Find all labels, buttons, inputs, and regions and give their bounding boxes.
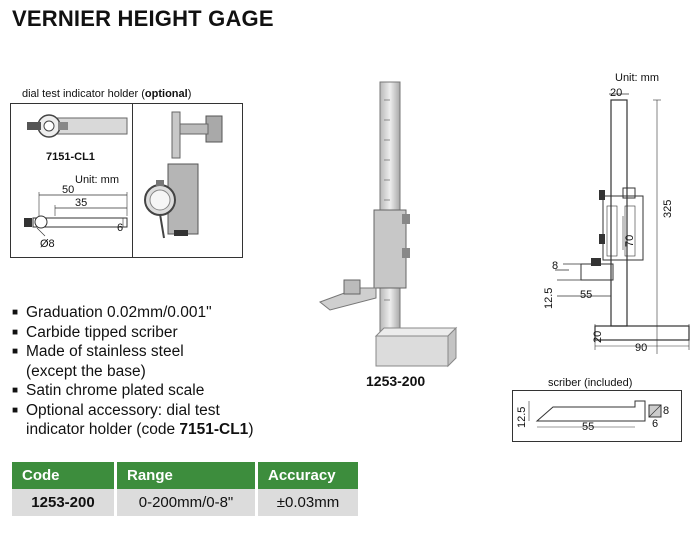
holder-dim-35: 35 [75, 197, 88, 209]
holder-unit: Unit: mm [75, 174, 119, 186]
drawing-dim-55: 55 [580, 289, 593, 301]
scriber-dim-12-5: 12.5 [516, 406, 528, 428]
holder-box [10, 103, 243, 258]
holder-illustration [24, 114, 128, 237]
drawing-dim-90: 90 [635, 342, 648, 354]
holder-dim-dia8: Ø8 [40, 238, 55, 250]
bullet-icon: ■ [12, 404, 19, 416]
feature-item: ■ Optional accessory: dial test [12, 401, 253, 421]
feature-item: ■ Carbide tipped scriber [12, 323, 253, 343]
bullet-icon: ■ [12, 307, 19, 318]
drawing-dim-325: 325 [662, 199, 674, 218]
scriber-caption: scriber (included) [548, 377, 633, 389]
scriber-dim-55: 55 [582, 421, 595, 433]
scriber-dim-6: 6 [652, 418, 659, 430]
scriber-dim-8: 8 [663, 405, 670, 417]
scriber-box [512, 390, 682, 442]
feature-text: Made of stainless steel [26, 343, 184, 360]
feature-item: ■ Satin chrome plated scale [12, 381, 253, 401]
page-title: VERNIER HEIGHT GAGE [12, 6, 274, 31]
height-gage-illustration [318, 81, 458, 368]
drawing-dim-8: 8 [552, 260, 559, 272]
feature-cont-prefix: indicator holder (code [26, 421, 180, 438]
feature-text: Optional accessory: dial test [26, 401, 220, 419]
feature-list: ■ Graduation 0.02mm/0.001" ■ Carbide tippe… [12, 303, 253, 440]
feature-cont-suffix: ) [248, 421, 254, 438]
spec-table-header-row: Code Range Accuracy [12, 462, 358, 489]
spec-header-range: Range [114, 462, 255, 489]
drawing-dim-70: 70 [624, 234, 636, 247]
scriber-drawing [528, 400, 662, 428]
spec-header-code: Code [12, 462, 114, 489]
feature-item: ■ Made of stainless steel [12, 342, 253, 362]
holder-photo [144, 111, 223, 239]
feature-item: ■ Graduation 0.02mm/0.001" [12, 303, 253, 323]
technical-drawing [555, 93, 690, 354]
spec-header-accuracy: Accuracy [255, 462, 358, 489]
table-row: 1253-200 0-200mm/0-8" ±0.03mm [12, 489, 358, 516]
drawing-dim-20-base: 20 [592, 330, 604, 343]
drawing-unit: Unit: mm [615, 72, 659, 84]
bullet-icon: ■ [12, 385, 19, 396]
holder-model: 7151-CL1 [46, 151, 95, 163]
feature-text: Carbide tipped scriber [26, 323, 178, 341]
spec-cell-accuracy: ±0.03mm [255, 489, 358, 516]
spec-cell-range: 0-200mm/0-8" [114, 489, 255, 516]
bullet-icon: ■ [12, 326, 19, 338]
product-model: 1253-200 [366, 373, 426, 389]
drawing-dim-20-top: 20 [610, 87, 623, 99]
feature-text-cont: (except the base) [26, 362, 146, 380]
feature-text: Graduation 0.02mm/0.001" [26, 304, 212, 321]
holder-caption-prefix: dial test indicator holder ( [22, 88, 145, 100]
holder-dim-50: 50 [62, 184, 75, 196]
drawing-dim-12-5: 12.5 [543, 287, 555, 309]
spec-table: Code Range Accuracy 1253-200 0-200mm/0-8… [12, 462, 358, 516]
feature-text-cont: indicator holder (code 7151-CL1) [12, 420, 253, 440]
holder-caption-optional: optional [144, 88, 188, 100]
spec-cell-code: 1253-200 [12, 489, 114, 516]
holder-divider [132, 103, 133, 258]
feature-cont-code: 7151-CL1 [179, 421, 249, 438]
feature-text: Satin chrome plated scale [26, 382, 205, 399]
holder-caption-suffix: ) [187, 88, 192, 100]
holder-dim-6: 6 [117, 222, 124, 234]
bullet-icon: ■ [12, 346, 19, 357]
holder-caption: dial test indicator holder (optional) [22, 88, 191, 100]
